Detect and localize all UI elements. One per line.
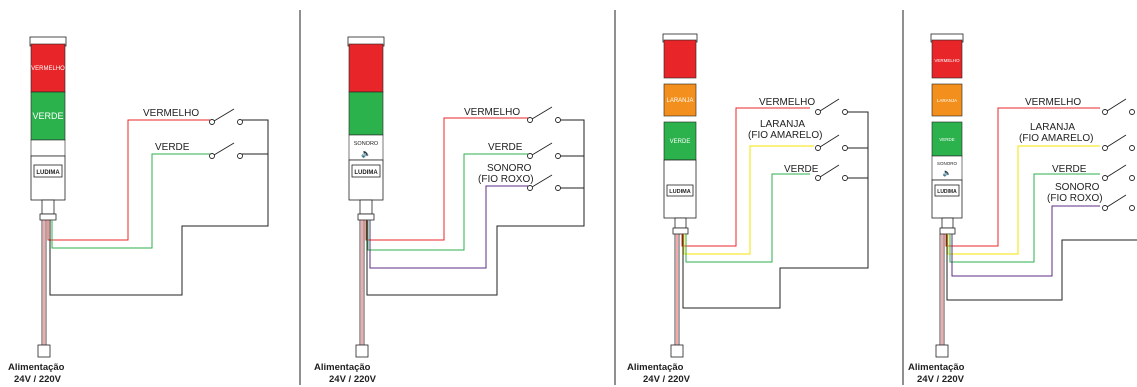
wire-yellow <box>683 145 814 255</box>
panel-3: LARANJA VERDE LUDIMA <box>627 33 869 385</box>
logo-text: LUDIMA <box>669 189 690 195</box>
power-cable <box>37 220 51 358</box>
tower-segment-green <box>931 121 963 157</box>
wire-purple <box>951 205 1100 277</box>
wire-green <box>367 153 528 251</box>
power-label: Alimentação <box>314 362 371 373</box>
switch <box>527 106 561 123</box>
switch-label: LARANJA <box>760 119 805 130</box>
logo-text: LUDIMA <box>36 170 60 176</box>
wire-green <box>51 153 210 249</box>
switch-label: VERMELHO <box>143 108 199 119</box>
wire-red <box>47 119 210 241</box>
power-cable <box>670 234 684 358</box>
switch-label: (FIO AMARELO) <box>748 130 822 141</box>
power-label: Alimentação <box>908 362 965 373</box>
logo-badge <box>934 184 960 197</box>
switch-label: (FIO ROXO) <box>478 174 534 185</box>
switch-label: VERDE <box>155 142 190 153</box>
segment-label: VERDE <box>32 111 63 121</box>
signal-tower: SONORO 🔈 LUDIMA <box>347 36 385 221</box>
power-cable <box>935 234 949 358</box>
panel-1: VERMELHO VERDE LUDIMA <box>8 36 269 385</box>
power-voltage: 24V / 220V <box>917 374 965 385</box>
tower-segment-red <box>30 43 66 93</box>
switch-label: VERMELHO <box>759 97 815 108</box>
switch-label: SONORO <box>1055 182 1100 193</box>
tower-segment-orange <box>663 83 697 117</box>
wire-common <box>946 234 1137 301</box>
wire-green <box>685 173 810 263</box>
buzzer-module <box>931 155 963 181</box>
switch <box>1102 164 1135 181</box>
segment-label: VERDE <box>939 137 955 142</box>
tower-segment-red <box>348 43 384 93</box>
buzzer-label: SONORO <box>354 141 379 147</box>
switch-label: (FIO AMARELO) <box>1019 133 1093 144</box>
panel-2: SONORO 🔈 LUDIMA <box>314 36 585 385</box>
switch <box>815 164 848 181</box>
tower-segment-green <box>30 91 66 141</box>
speaker-icon: 🔈 <box>361 149 371 158</box>
wire-green <box>949 173 1100 263</box>
switch <box>1102 98 1135 115</box>
panel-4: VERMELHO LARANJA VERDE SONORO 🔈 LUDIMA <box>908 33 1137 385</box>
speaker-icon: 🔈 <box>943 169 952 177</box>
switch <box>209 142 243 159</box>
segment-label: VERMELHO <box>31 66 65 72</box>
tower-segment-orange <box>931 83 963 117</box>
switch-label: VERDE <box>488 142 523 153</box>
switch <box>1102 134 1135 151</box>
wire-red <box>365 117 528 241</box>
signal-tower: VERMELHO VERDE LUDIMA <box>29 36 67 221</box>
segment-label: LARANJA <box>666 98 693 104</box>
logo-text: LUDIMA <box>937 189 957 195</box>
wire-common <box>682 111 869 309</box>
wire-purple <box>369 185 528 269</box>
switch-label: SONORO <box>487 163 532 174</box>
tower-segment-red <box>663 39 697 79</box>
switch <box>815 98 848 115</box>
logo-badge <box>351 164 381 178</box>
switch <box>815 134 848 151</box>
segment-label: VERDE <box>670 139 691 145</box>
buzzer-module <box>348 134 384 161</box>
logo-badge <box>33 164 63 178</box>
switch-label: VERDE <box>784 164 819 175</box>
switch-label: VERMELHO <box>1025 97 1081 108</box>
wire-common <box>366 119 585 296</box>
power-cable <box>355 220 369 358</box>
switch-label: VERDE <box>1052 164 1087 175</box>
switch-label: LARANJA <box>1030 122 1075 133</box>
wire-common <box>49 119 269 296</box>
switch <box>527 174 561 191</box>
power-label: Alimentação <box>8 362 65 373</box>
signal-tower: VERMELHO LARANJA VERDE SONORO 🔈 LUDIMA <box>930 33 964 235</box>
wire-yellow <box>947 145 1100 255</box>
segment-label: VERMELHO <box>934 58 960 63</box>
buzzer-label: SONORO <box>937 161 958 166</box>
switch <box>1102 194 1135 211</box>
segment-label: LARANJA <box>937 98 957 103</box>
tower-segment-green <box>663 121 697 161</box>
logo-text: LUDIMA <box>354 170 378 176</box>
switch <box>527 142 561 159</box>
wire-red <box>681 107 810 247</box>
tower-segment-green <box>348 91 384 136</box>
power-label: Alimentação <box>627 362 684 373</box>
wire-red <box>945 107 1100 247</box>
power-voltage: 24V / 220V <box>14 374 62 385</box>
switch-label: (FIO ROXO) <box>1047 193 1103 204</box>
tower-segment-red <box>931 39 963 79</box>
switch <box>209 108 243 125</box>
power-voltage: 24V / 220V <box>643 374 691 385</box>
logo-badge <box>666 184 694 197</box>
power-voltage: 24V / 220V <box>329 374 377 385</box>
switch-label: VERMELHO <box>464 107 520 118</box>
signal-tower: LARANJA VERDE LUDIMA <box>662 33 698 235</box>
